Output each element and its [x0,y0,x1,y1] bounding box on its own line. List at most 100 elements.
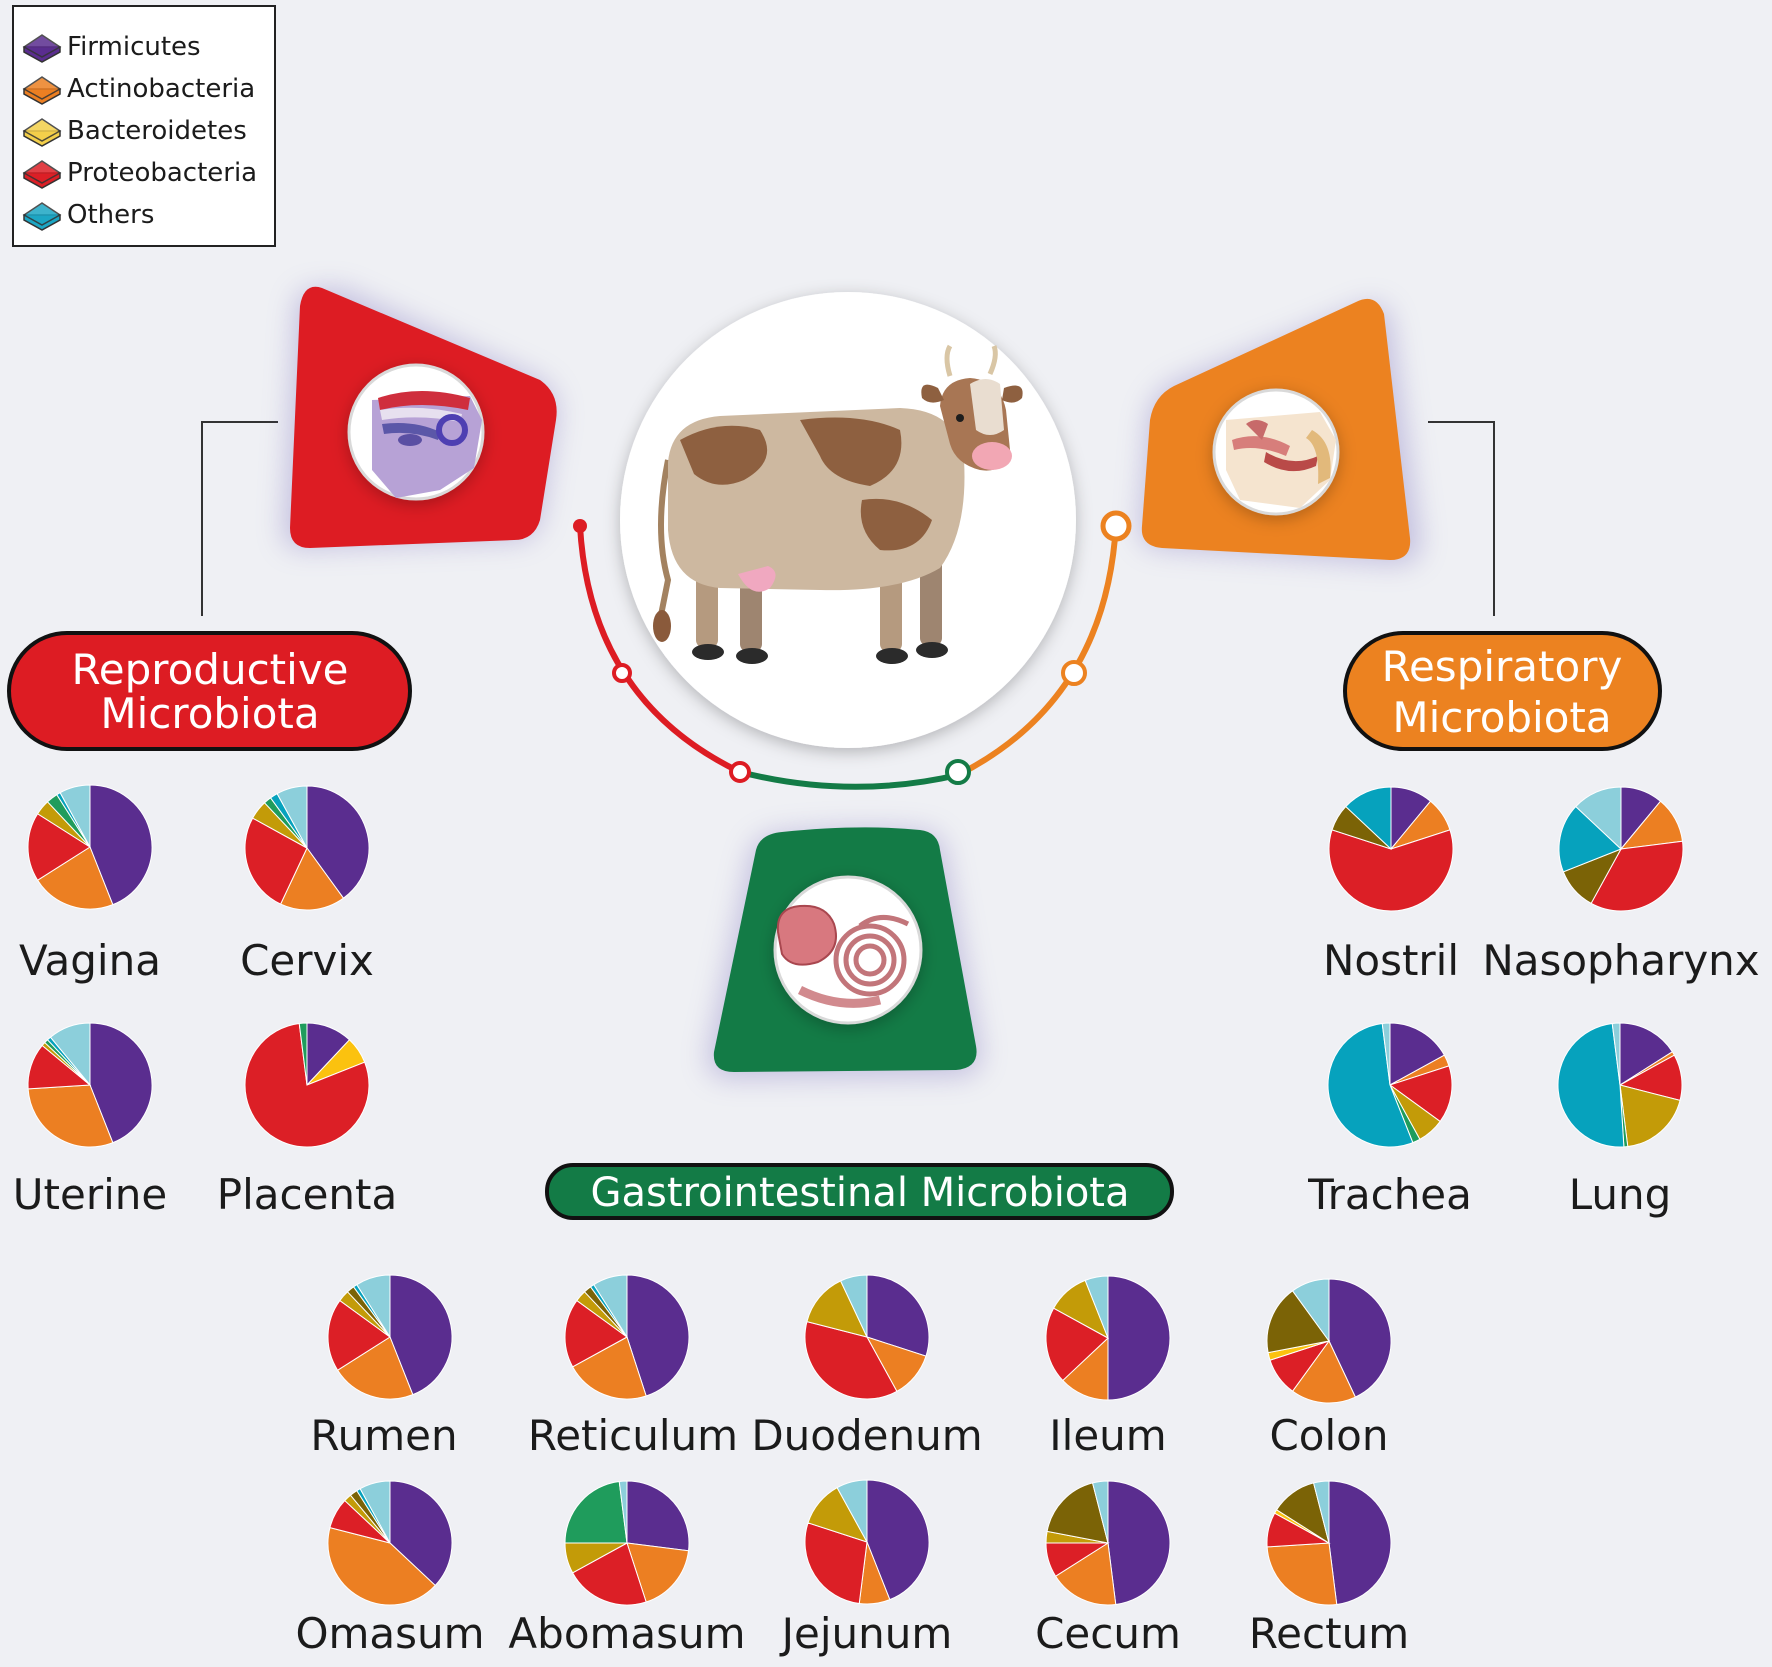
pie-slice [839,1274,868,1338]
pie-slice [1619,1022,1674,1086]
pie-slice [804,1522,868,1605]
legend-label: Proteobacteria [67,158,257,188]
pie-slice [1345,786,1392,851]
pie-label-cervix: Cervix [240,936,374,985]
pie-slice [356,1274,391,1339]
arc-node [612,663,632,683]
pie-slice [1107,1275,1171,1401]
pie-slice [1312,1480,1330,1544]
pie-slice [27,1084,114,1148]
pie-duodenum [804,1274,930,1400]
gastro-title-text: Gastrointestinal Microbiota [591,1170,1130,1216]
pie-slice [298,1022,308,1086]
pie-slice [806,1280,868,1338]
pie-label-placenta: Placenta [217,1170,398,1219]
pie-label-cecum: Cecum [1035,1609,1181,1658]
pie-slice [1046,1482,1109,1544]
pie-slice [1590,840,1684,912]
pie-slice [89,784,153,906]
arc-node [729,761,751,783]
respiratory-title-line1: Respiratory [1382,642,1623,691]
legend: FirmicutesActinobacteriaBacteroidetesPro… [12,5,276,247]
gastro-organ-icon [776,904,910,1008]
pie-reticulum [564,1274,690,1400]
pie-slice [89,1022,153,1144]
pie-slice [1619,1084,1681,1148]
pie-slice [866,1274,930,1357]
pie-slice [1389,1022,1446,1086]
pie-slice [1291,1340,1357,1404]
reproductive-title-line2: Microbiota [100,689,319,738]
respiratory-title-line2: Microbiota [1392,693,1611,742]
reproductive-badge [283,286,557,548]
legend-swatch-icon [22,118,62,147]
pie-label-uterine: Uterine [13,1170,167,1219]
pie-cervix [244,785,370,911]
pie-jejunum [804,1479,930,1605]
pie-placenta [244,1022,370,1148]
arc-node [945,759,971,785]
cow-illustration [620,292,1076,748]
reproductive-title-line1: Reproductive [71,645,348,694]
pie-nasopharynx [1558,786,1684,912]
pie-slice [1611,1022,1621,1086]
pie-slice [359,1480,391,1544]
pie-label-omasum: Omasum [295,1609,484,1658]
pie-slice [1328,1278,1392,1398]
green-arc [739,769,959,790]
pie-slice [564,1480,628,1544]
pie-slice [1091,1480,1109,1544]
pie-slice [866,1479,930,1601]
pie-rectum [1266,1480,1392,1606]
pie-slice [1328,1480,1392,1606]
legend-label: Others [67,200,154,230]
pie-slice [1328,829,1454,912]
pie-slice [306,785,370,899]
pie-label-reticulum: Reticulum [528,1411,738,1460]
pie-slice [389,1274,453,1396]
respiratory-connector [1428,421,1495,616]
reproductive-title: Reproductive Microbiota [7,631,412,751]
pie-cecum [1045,1480,1171,1606]
pie-label-ileum: Ileum [1049,1411,1166,1460]
pie-slice [1045,1307,1109,1382]
legend-label: Bacteroidetes [67,116,247,146]
pie-label-vagina: Vagina [19,936,161,985]
pie-slice [626,1274,690,1397]
pie-ileum [1045,1275,1171,1401]
pie-slice [1381,1022,1391,1086]
pie-label-colon: Colon [1269,1411,1388,1460]
pie-slice [327,1299,391,1371]
pie-vagina [27,784,153,910]
reproductive-organ-icon [372,391,482,498]
pie-nostril [1328,786,1454,912]
arc-dot [573,519,587,533]
respiratory-title: Respiratory Microbiota [1343,631,1662,751]
pie-label-jejunum: Jejunum [779,1609,953,1658]
pie-slice [336,1336,414,1400]
gastro-badge [707,827,981,1078]
pie-slice [1266,1290,1330,1354]
legend-swatch-icon [22,34,62,63]
pie-omasum [327,1480,453,1606]
legend-swatch-icon [22,76,62,105]
pie-slice [276,785,308,849]
pie-colon [1266,1278,1392,1404]
reproductive-connector [201,421,278,616]
pie-label-rectum: Rectum [1249,1609,1409,1658]
pie-slice [618,1480,628,1544]
gastro-title-pill [545,1163,1174,1220]
pie-slice [564,1299,628,1368]
arc-node [1100,510,1132,542]
pie-slice [279,847,345,911]
pie-label-nostril: Nostril [1323,936,1459,985]
respiratory-badge [1139,298,1421,564]
pie-slice [327,1526,436,1606]
pie-slice [1327,1022,1414,1148]
pie-label-trachea: Trachea [1307,1170,1472,1219]
legend-swatch-icon [22,160,62,189]
pie-slice [804,1320,898,1400]
pie-slice [389,1480,453,1587]
